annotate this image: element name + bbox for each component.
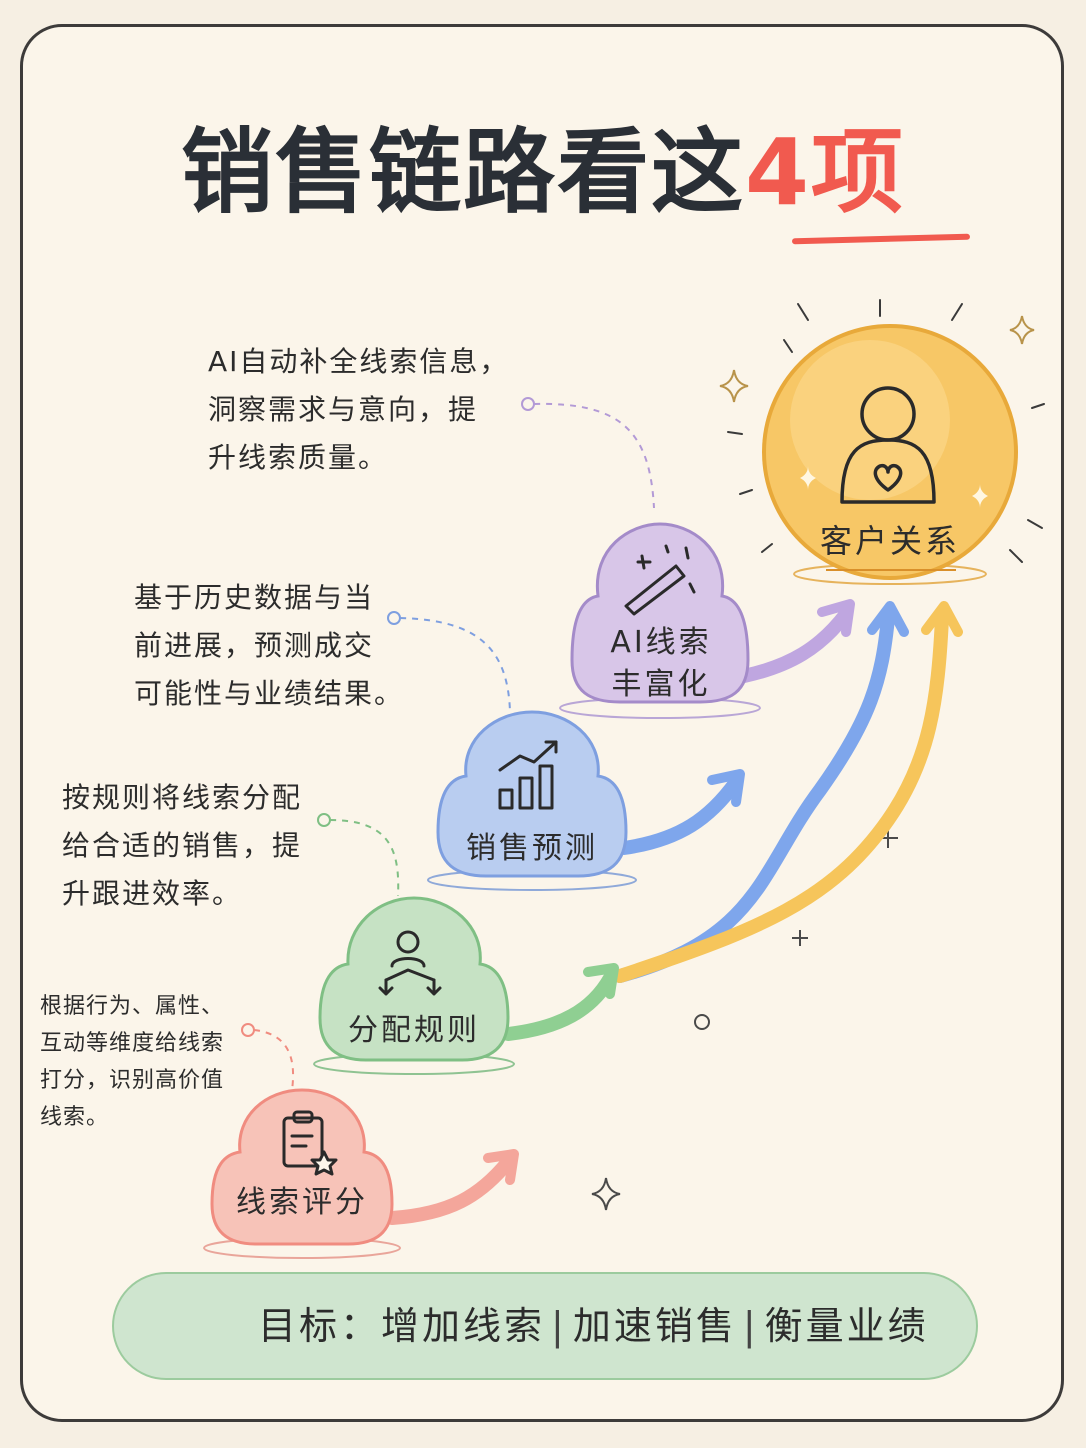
goal-node-label: 客户关系	[819, 522, 960, 560]
goal-item: 衡量业绩	[764, 1304, 929, 1348]
arrow-path	[613, 611, 949, 983]
arrow-path	[501, 971, 617, 1041]
clipboard-star-icon	[282, 1110, 338, 1176]
goal-node	[762, 324, 1018, 585]
arrow-head	[483, 1149, 519, 1185]
sparkle-icon	[591, 828, 898, 1211]
bar-chart-trend-icon	[498, 740, 558, 810]
goal-text: 目标：增加线索|加速销售|衡量业绩	[258, 1298, 929, 1354]
step-node-ai-enrichment	[559, 522, 761, 719]
arrow-head	[921, 601, 963, 637]
person-heart-icon	[840, 386, 936, 504]
step-label-sales-forecast: 销售预测	[466, 831, 598, 866]
arrow-path	[617, 775, 743, 855]
step-node-assignment-rules	[313, 896, 515, 1075]
connector-line	[399, 617, 511, 713]
page-title: 销售链路看这4项	[0, 118, 1086, 228]
arrow-path	[737, 607, 853, 683]
goal-separator: |	[742, 1304, 759, 1348]
sparkle-icon	[719, 315, 1035, 403]
arrow-head	[583, 963, 619, 999]
goal-prefix: 目标：	[258, 1304, 382, 1348]
step-label-assignment-rules: 分配规则	[348, 1013, 480, 1048]
goal-separator: |	[551, 1304, 567, 1348]
arrow-path	[385, 1155, 515, 1225]
magic-wand-icon	[624, 544, 696, 616]
arrow-head	[707, 769, 745, 807]
step-label-ai-enrichment: AI线索丰富化	[610, 625, 712, 702]
step-node-lead-scoring	[203, 1088, 401, 1259]
step-desc-lead-scoring: 根据行为、属性、互动等维度给线索打分，识别高价值线索。	[40, 994, 225, 1130]
step-desc-sales-forecast: 基于历史数据与当前进展，预测成交可能性与业绩结果。	[134, 581, 405, 710]
goal-item: 增加线索	[381, 1304, 546, 1348]
step-desc-ai-enrichment: AI自动补全线索信息，洞察需求与意向，提升线索质量。	[208, 345, 510, 474]
arrow-head	[817, 599, 855, 637]
connector-line	[329, 819, 400, 897]
title-highlight: 4项	[745, 119, 906, 226]
connector-line	[533, 402, 655, 509]
step-label-lead-scoring: 线索评分	[236, 1185, 368, 1220]
goal-banner	[112, 1272, 978, 1380]
sun-rays	[727, 299, 1045, 563]
title-main: 销售链路看这	[180, 119, 745, 226]
person-split-arrows-icon	[378, 930, 442, 996]
goal-item: 加速销售	[572, 1304, 737, 1348]
connector-line	[253, 1029, 295, 1091]
step-desc-assignment-rules: 按规则将线索分配给合适的销售，提升跟进效率。	[62, 781, 303, 910]
arrow-head	[867, 601, 909, 637]
